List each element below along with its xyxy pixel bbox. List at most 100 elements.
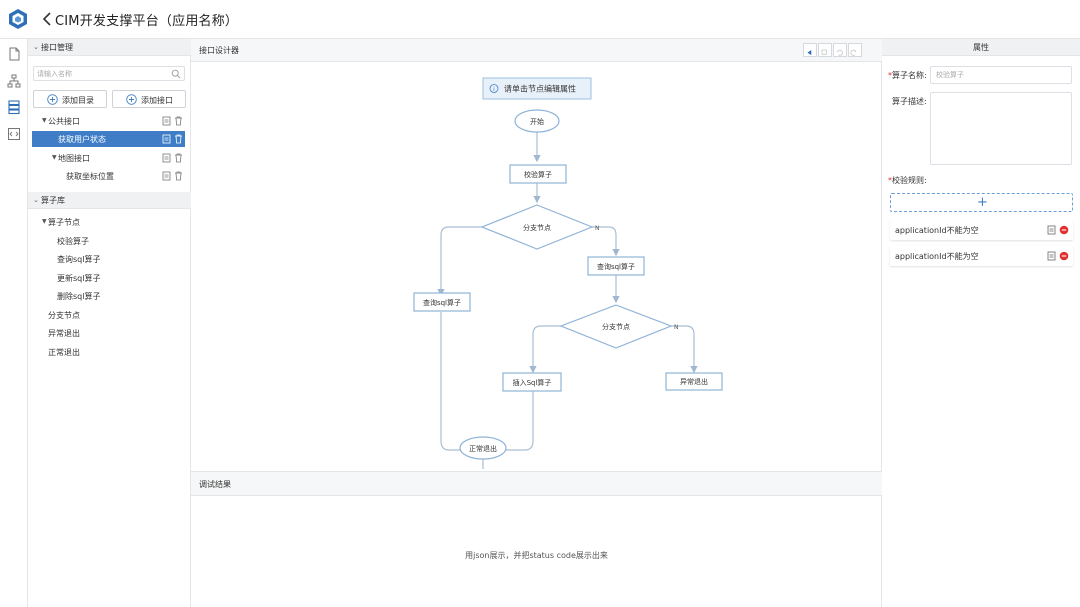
node-query-sql-left[interactable]: 查询sql算子 — [413, 292, 471, 312]
document-icon[interactable] — [5, 45, 23, 63]
search-box — [33, 66, 185, 81]
plus-icon: + — [977, 195, 988, 210]
node-insert-sql[interactable]: 插入Sql算子 — [502, 372, 562, 392]
node-branch-2[interactable]: 分支节点 — [559, 304, 673, 349]
edit-icon[interactable] — [162, 171, 171, 181]
tree-item-branch-node[interactable]: 分支节点 — [28, 307, 191, 323]
tree-item-operator-nodes[interactable]: ▼ 算子节点 — [28, 214, 191, 230]
designer-header: 接口设计器 — [191, 39, 882, 62]
save-icon[interactable] — [818, 43, 832, 57]
tree-item-delete-sql[interactable]: 删除sql算子 — [28, 288, 191, 304]
tree-label: 更新sql算子 — [57, 274, 101, 283]
node-normal-exit[interactable]: 正常退出 — [459, 436, 507, 460]
validation-rules-label: *校验规则: — [888, 176, 927, 185]
edge-branch1-query-left — [437, 226, 482, 297]
section-header-api-management[interactable]: ⌄ 接口管理 — [28, 39, 191, 56]
redo-icon[interactable] — [848, 43, 862, 57]
trash-icon[interactable] — [174, 171, 183, 181]
tree-item-normal-exit[interactable]: 正常退出 — [28, 344, 191, 360]
edit-icon[interactable] — [162, 116, 171, 126]
operator-desc-textarea[interactable] — [930, 92, 1072, 165]
operator-desc-label: 算子描述: — [892, 97, 927, 106]
undo-icon[interactable] — [833, 43, 847, 57]
edit-icon[interactable] — [162, 153, 171, 163]
operator-name-input[interactable] — [930, 66, 1072, 84]
trash-icon[interactable] — [174, 153, 183, 163]
tree-label: 公共接口 — [48, 117, 80, 126]
tree-label: 删除sql算子 — [57, 292, 101, 301]
remove-icon[interactable] — [1059, 251, 1069, 261]
edit-icon[interactable] — [162, 134, 171, 144]
database-icon[interactable] — [5, 98, 23, 116]
sitemap-icon[interactable] — [5, 72, 23, 90]
node-check-operator[interactable]: 校验算子 — [509, 164, 567, 184]
icon-rail — [0, 39, 28, 607]
node-start[interactable]: 开始 — [514, 109, 560, 133]
operator-name-label: *算子名称: — [888, 71, 927, 80]
code-icon[interactable] — [5, 125, 23, 143]
cube-logo-icon[interactable] — [7, 8, 29, 30]
chevron-down-icon: ⌄ — [33, 196, 39, 204]
tree-label: 校验算子 — [57, 237, 89, 246]
button-label: 添加接口 — [141, 96, 173, 105]
node-query-sql-right[interactable]: 查询sql算子 — [587, 256, 645, 276]
app-title: CIM开发支撑平台（应用名称） — [55, 14, 239, 29]
svg-text:正常退出: 正常退出 — [469, 444, 497, 453]
search-input[interactable] — [37, 68, 165, 79]
debug-message: 用json展示，并把status code展示出来 — [465, 551, 608, 560]
trash-icon[interactable] — [174, 116, 183, 126]
edit-icon[interactable] — [1047, 225, 1056, 235]
rule-text: applicationId不能为空 — [895, 226, 979, 235]
tree-item-public[interactable]: ▼ 公共接口 — [28, 113, 191, 129]
play-icon[interactable] — [803, 43, 817, 57]
add-api-button[interactable]: 添加接口 — [112, 90, 186, 108]
tree-item-get-coordinates[interactable]: 获取坐标位置 — [28, 168, 191, 184]
tree-label: 分支节点 — [48, 311, 80, 320]
rule-item: applicationId不能为空 — [890, 246, 1073, 266]
left-sidebar: ⌄ 接口管理 添加目录 添加接口 ▼ 公共接口 获取用户状态 ▼ — [28, 39, 191, 607]
tree-label: 地图接口 — [58, 154, 90, 163]
chevron-left-icon[interactable] — [40, 11, 54, 27]
node-error-exit[interactable]: 异常退出 — [665, 372, 723, 391]
properties-title: 属性 — [973, 43, 989, 52]
svg-text:异常退出: 异常退出 — [680, 377, 708, 386]
svg-text:i: i — [493, 86, 495, 93]
flowchart-canvas[interactable]: i 请单击节点编辑属性 开始 校验算子 分支节点 N — [191, 62, 882, 471]
section-header-operator-library[interactable]: ⌄ 算子库 — [28, 192, 191, 209]
hint-text: 请单击节点编辑属性 — [504, 84, 576, 94]
svg-text:查询sql算子: 查询sql算子 — [597, 262, 635, 271]
tree-item-get-user-status[interactable]: 获取用户状态 — [32, 131, 185, 147]
tree-label: 获取坐标位置 — [66, 172, 114, 181]
tree-label: 算子节点 — [48, 218, 80, 227]
svg-text:校验算子: 校验算子 — [524, 170, 552, 179]
tree-item-update-sql[interactable]: 更新sql算子 — [28, 270, 191, 286]
svg-text:分支节点: 分支节点 — [523, 223, 551, 232]
hint-box: i 请单击节点编辑属性 — [482, 77, 592, 100]
tree-item-map[interactable]: ▼ 地图接口 — [28, 150, 191, 166]
edit-icon[interactable] — [1047, 251, 1056, 261]
search-icon[interactable] — [171, 69, 181, 79]
interface-designer: 接口设计器 i 请单击节点编辑属性 — [191, 39, 882, 471]
tree-label: 获取用户状态 — [58, 135, 106, 144]
tree-item-error-exit[interactable]: 异常退出 — [28, 325, 191, 341]
designer-title: 接口设计器 — [199, 46, 239, 55]
tree-item-check-operator[interactable]: 校验算子 — [28, 233, 191, 249]
rule-text: applicationId不能为空 — [895, 252, 979, 261]
node-branch-1[interactable]: 分支节点 — [480, 204, 594, 250]
svg-text:插入Sql算子: 插入Sql算子 — [513, 378, 552, 387]
chevron-down-icon: ⌄ — [33, 43, 39, 51]
caret-down-icon[interactable]: ▼ — [42, 218, 47, 225]
rule-item: applicationId不能为空 — [890, 220, 1073, 240]
remove-icon[interactable] — [1059, 225, 1069, 235]
add-rule-button[interactable]: + — [890, 193, 1073, 212]
caret-down-icon[interactable]: ▼ — [52, 154, 57, 161]
svg-text:开始: 开始 — [530, 117, 544, 126]
svg-text:查询sql算子: 查询sql算子 — [423, 298, 461, 307]
svg-text:分支节点: 分支节点 — [602, 322, 630, 331]
add-directory-button[interactable]: 添加目录 — [33, 90, 107, 108]
caret-down-icon[interactable]: ▼ — [42, 117, 47, 124]
tree-label: 异常退出 — [48, 329, 80, 338]
tree-item-query-sql[interactable]: 查询sql算子 — [28, 251, 191, 267]
trash-icon[interactable] — [174, 134, 183, 144]
label-no-2: N — [674, 324, 679, 331]
